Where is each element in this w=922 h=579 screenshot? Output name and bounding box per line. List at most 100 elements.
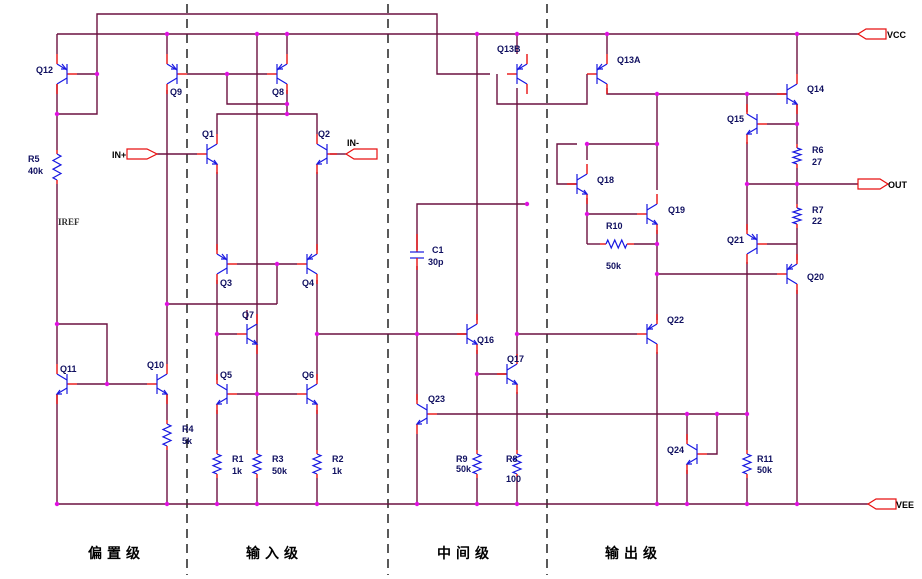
junction-dot (654, 91, 660, 97)
junction-dot (654, 271, 660, 277)
transistor-q21: Q21 (727, 224, 767, 264)
r8-value: 100 (506, 474, 521, 484)
transistor-label-q16: Q16 (477, 335, 494, 345)
transistor-label-q13b: Q13B (497, 44, 521, 54)
junction-dot (94, 71, 100, 77)
r7-name: R7 (812, 205, 824, 215)
junction-dot (744, 501, 750, 507)
transistor-q4: Q4 (297, 244, 318, 288)
junction-dot (744, 91, 750, 97)
junction-dot (104, 381, 110, 387)
r6-value: 27 (812, 157, 822, 167)
transistor-label-q20: Q20 (807, 272, 824, 282)
junction-dot (744, 411, 750, 417)
transistor-label-q13a: Q13A (617, 55, 641, 65)
junction-dot (684, 411, 690, 417)
transistor-label-q17: Q17 (507, 354, 524, 364)
junction-dot (214, 501, 220, 507)
transistor-q17: Q17 (497, 354, 524, 394)
junction-dot (584, 141, 590, 147)
wires (56, 13, 868, 505)
transistor-q13a: Q13A (587, 54, 641, 94)
port-vcc-label: VCC (887, 30, 907, 40)
port-out-label: OUT (888, 180, 908, 190)
capacitor-c1: C1 30p (410, 234, 444, 270)
junction-dot (254, 501, 260, 507)
transistor-q11: Q11 (55, 364, 77, 404)
transistor-q9: Q9 (166, 54, 187, 97)
port-vee-label: VEE (896, 500, 914, 510)
transistor-label-q4: Q4 (302, 278, 314, 288)
r3-value: 50k (272, 466, 288, 476)
resistors: R540kR45kR11kR350kR21kR950kR8100R1150kR6… (28, 144, 824, 484)
transistor-q23: Q23 (415, 394, 445, 434)
junction-dot (54, 321, 60, 327)
transistor-label-q11: Q11 (60, 364, 77, 374)
net-label-iref: IREF (58, 217, 80, 227)
resistor-r8: R8 100 (506, 450, 523, 484)
port-in-minus-label: IN- (347, 138, 359, 148)
transistor-label-q22: Q22 (667, 315, 684, 325)
port-vee: VEE (866, 498, 914, 510)
port-vcc: VCC (856, 28, 907, 40)
r6-name: R6 (812, 145, 824, 155)
junction-dot (714, 411, 720, 417)
junction-dot (314, 331, 320, 337)
c1-value: 30p (428, 257, 444, 267)
transistor-q20: Q20 (777, 254, 824, 294)
r7-value: 22 (812, 216, 822, 226)
junction-dot (604, 31, 610, 37)
port-in-plus: IN+ (112, 148, 159, 160)
junction-dot (414, 501, 420, 507)
junction-dot (654, 241, 660, 247)
stage-label-input: 输入级 (246, 545, 303, 562)
junctions (54, 31, 800, 507)
r2-value: 1k (332, 466, 343, 476)
junction-dot (654, 141, 660, 147)
junction-dot (284, 31, 290, 37)
transistor-q3: Q3 (216, 244, 237, 288)
r3-name: R3 (272, 454, 284, 464)
junction-dot (284, 101, 290, 107)
transistor-q15: Q15 (727, 104, 767, 144)
c1-name: C1 (432, 245, 444, 255)
stage-label-middle: 中间级 (437, 545, 494, 562)
junction-dot (794, 121, 800, 127)
junction-dot (54, 111, 60, 117)
port-in-plus-label: IN+ (112, 150, 126, 160)
stage-label-output: 输出级 (605, 545, 662, 562)
transistor-q16: Q16 (457, 314, 494, 354)
junction-dot (164, 501, 170, 507)
r1-value: 1k (232, 466, 243, 476)
transistor-q8: Q8 (267, 54, 288, 97)
port-out: OUT (857, 178, 908, 190)
transistor-q2: Q2 (315, 129, 337, 174)
r2-name: R2 (332, 454, 344, 464)
r1-name: R1 (232, 454, 244, 464)
transistor-q7: Q7 (237, 310, 259, 354)
transistor-q14: Q14 (777, 74, 824, 114)
transistor-label-q9: Q9 (170, 87, 182, 97)
transistor-q10: Q10 (147, 360, 169, 404)
junction-dot (254, 31, 260, 37)
transistor-q5: Q5 (215, 370, 237, 414)
r4-name: R4 (182, 424, 194, 434)
junction-dot (414, 331, 420, 337)
junction-dot (164, 301, 170, 307)
r5-value: 40k (28, 166, 44, 176)
transistor-q1: Q1 (197, 129, 219, 174)
junction-dot (684, 501, 690, 507)
r10-name: R10 (606, 221, 623, 231)
transistor-label-q24: Q24 (667, 445, 684, 455)
r9-name: R9 (456, 454, 468, 464)
r11-name: R11 (757, 454, 773, 464)
junction-dot (514, 31, 520, 37)
r8-name: R8 (506, 454, 518, 464)
junction-dot (164, 31, 170, 37)
